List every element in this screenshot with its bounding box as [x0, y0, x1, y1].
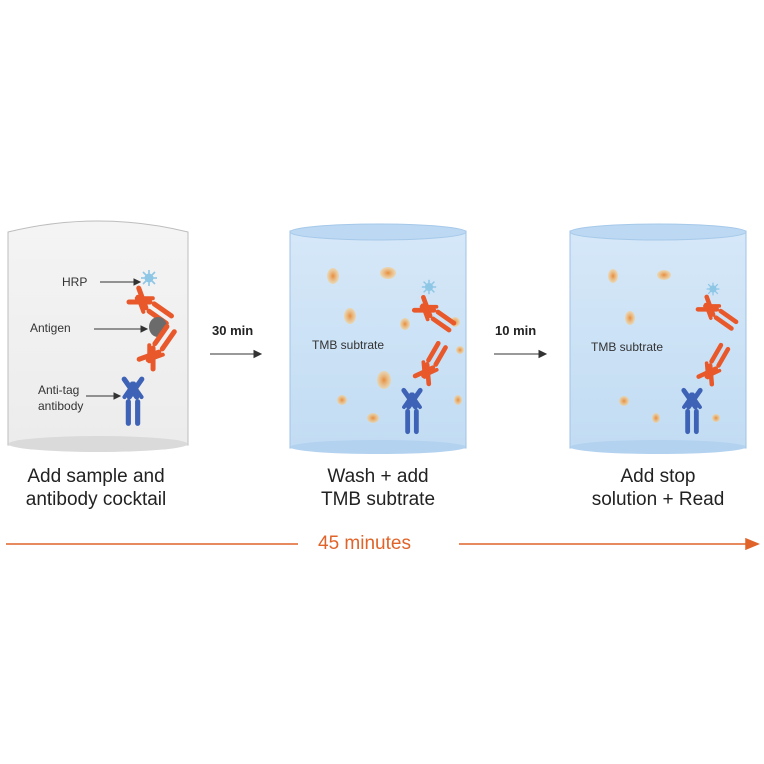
- step-3-caption: Add stop solution + Read: [558, 465, 758, 511]
- transition-2-time: 10 min: [495, 323, 537, 338]
- anti-tag-label-line2: antibody: [38, 399, 84, 413]
- well-1-hrp-icon: [140, 269, 158, 287]
- arrow-step-1-to-2: [210, 349, 263, 359]
- timeline-label: 45 minutes: [318, 533, 411, 554]
- arrow-step-2-to-3: [494, 349, 548, 359]
- antigen-label: Antigen: [30, 321, 71, 335]
- step-3-caption-line2: solution + Read: [591, 489, 725, 510]
- well-3-substrate-dots: [608, 269, 720, 423]
- well-3-text: TMB subtrate: [591, 340, 664, 354]
- well-2-text: TMB subtrate: [312, 338, 385, 352]
- label-pointers: [86, 278, 149, 400]
- well-2-hrp-icon: [421, 279, 437, 295]
- well-3-hrp-icon: [705, 281, 721, 297]
- hrp-label: HRP: [62, 275, 88, 289]
- anti-tag-label-line1: Anti-tag: [38, 383, 80, 397]
- step-2-caption-line2: TMB subtrate: [320, 489, 436, 510]
- well-1: [7, 220, 189, 452]
- step-1-caption-line2: antibody cocktail: [25, 489, 167, 510]
- transition-1-time: 30 min: [212, 323, 254, 338]
- step-3-caption-line1: Add stop: [620, 466, 696, 487]
- step-2-caption: Wash + add TMB subtrate: [278, 465, 478, 511]
- step-1-caption: Add sample and antibody cocktail: [0, 465, 192, 511]
- step-1-caption-line1: Add sample and: [27, 466, 165, 487]
- step-2-caption-line1: Wash + add: [327, 466, 429, 487]
- timeline-arrow: [6, 537, 760, 551]
